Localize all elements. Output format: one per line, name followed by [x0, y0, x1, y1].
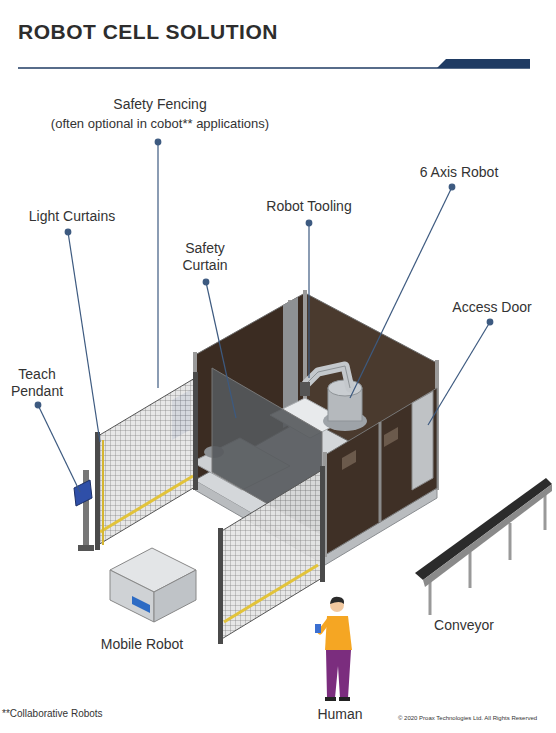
wall-window	[384, 427, 398, 447]
callout-note: (often optional in cobot** applications)	[10, 116, 310, 132]
callout-label: Mobile Robot	[82, 636, 202, 653]
human-arm	[320, 620, 329, 632]
callout-label: Access Door	[432, 299, 552, 316]
human-hair	[330, 597, 344, 604]
conveyor-leg	[509, 523, 512, 560]
callout-label: 6 Axis Robot	[399, 164, 519, 181]
leader-line	[38, 405, 80, 492]
front-right-wall	[325, 388, 437, 555]
leader-line	[157, 142, 158, 388]
leader-dot	[306, 220, 312, 226]
access-door	[412, 391, 433, 490]
robot-arm-edge	[306, 366, 350, 388]
leader-line	[68, 232, 100, 442]
light-curtain-stripe	[100, 476, 193, 532]
human-shoe	[339, 697, 350, 701]
safety-fence	[220, 470, 322, 640]
conveyor-leg	[429, 580, 432, 615]
callout-label: Safety Curtain	[170, 240, 240, 274]
callout-label: Human	[290, 706, 390, 723]
leader-line	[308, 223, 309, 378]
robot-arm	[306, 366, 350, 388]
leader-dot	[449, 184, 455, 190]
human-phone	[315, 624, 321, 633]
mobile-robot-side	[110, 570, 154, 622]
fence-post	[95, 432, 100, 550]
leader-dot	[155, 139, 161, 145]
header-bar	[437, 59, 530, 68]
robot-tool	[300, 382, 310, 396]
mobile-robot-stripe	[132, 596, 150, 613]
leader-line	[428, 322, 490, 425]
leader-dot	[487, 319, 493, 325]
pendant-foot	[78, 545, 94, 551]
conveyor-leg	[469, 552, 472, 588]
leader-line	[206, 282, 236, 418]
copyright-note: © 2020 Proax Technologies Ltd. All Right…	[398, 715, 554, 722]
human-shoe	[325, 697, 336, 701]
callout-label: Light Curtains	[12, 208, 132, 225]
mobile-robot-side	[154, 570, 196, 622]
fence-post	[320, 466, 325, 582]
leader-dot	[203, 279, 209, 285]
conveyor-leg	[544, 492, 547, 530]
fence-post	[218, 528, 223, 644]
human-pants	[326, 650, 351, 698]
light-curtain	[102, 440, 104, 545]
leader-dot	[65, 229, 71, 235]
footnote: **Collaborative Robots	[2, 708, 152, 720]
callout-label: Robot Tooling	[249, 198, 369, 215]
fence-post	[193, 372, 198, 490]
conveyor-frame	[423, 484, 552, 587]
leader-line	[350, 187, 452, 398]
diagram-title: ROBOT CELL SOLUTION	[18, 20, 278, 44]
wall-window	[342, 450, 356, 470]
safety-fence	[98, 378, 195, 545]
light-curtain-stripe	[224, 565, 318, 622]
frame-post	[379, 422, 382, 522]
leader-dot	[35, 402, 41, 408]
conveyor-belt	[415, 478, 552, 580]
callout-label: Teach Pendant	[4, 366, 70, 400]
callout-label: Safety Fencing	[60, 96, 260, 113]
callout-label: Conveyor	[404, 617, 524, 634]
